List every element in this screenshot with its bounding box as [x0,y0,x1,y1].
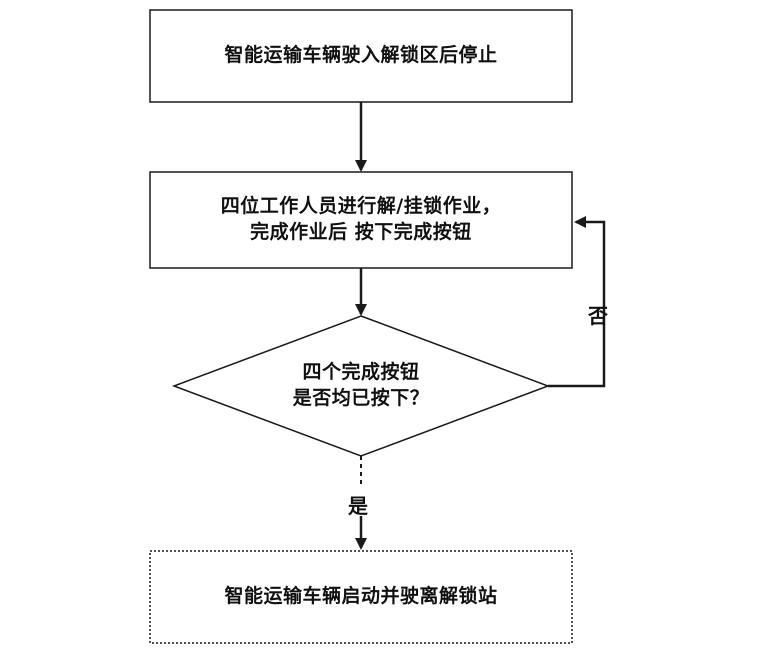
process-box [149,171,573,269]
end-box [149,550,573,644]
end-box-text: 智能运输车辆启动并驶离解锁站 [224,585,498,608]
no-label: 否 [588,304,608,328]
yes-label: 是 [348,494,368,518]
decision-text: 四个完成按钮 是否均已按下？ [292,361,430,409]
arrow-no-loop [548,216,606,388]
start-box-text: 智能运输车辆驶入解锁区后停止 [224,44,498,67]
process-box-text: 四位工作人员进行解/挂锁作业， 完成作业后 按下完成按钮 [220,195,502,243]
start-box [149,9,573,103]
